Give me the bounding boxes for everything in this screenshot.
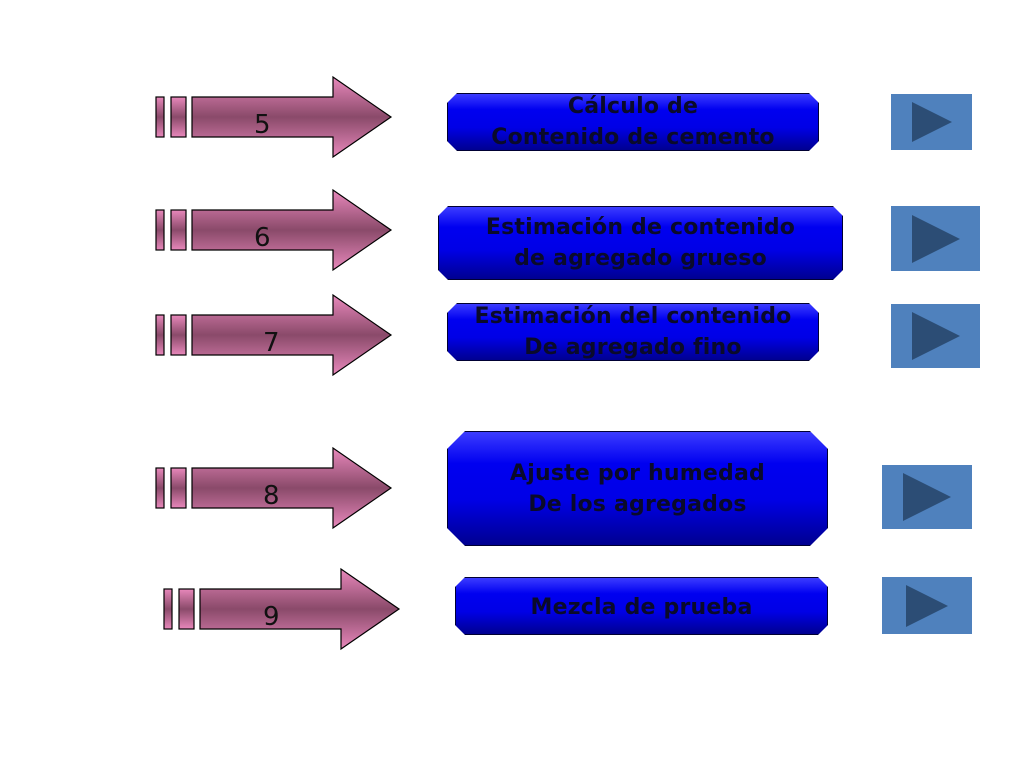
- step-label-line: Contenido de cemento: [491, 125, 775, 150]
- step-arrow-7: 7: [155, 293, 395, 378]
- striped-right-arrow-icon: [155, 75, 393, 159]
- step-arrow-9: 9: [163, 567, 403, 652]
- step-label-line: Estimación de contenido: [485, 215, 796, 240]
- step-label-box-5: Cálculo de Contenido de cemento: [447, 93, 819, 151]
- play-button-5[interactable]: [891, 94, 972, 150]
- play-triangle-icon: [906, 584, 948, 627]
- play-triangle-icon: [911, 102, 952, 142]
- step-label-line: De agregado fino: [524, 335, 742, 360]
- play-triangle-icon: [911, 214, 960, 263]
- play-triangle-icon: [903, 473, 951, 521]
- step-label-box-9: Mezcla de prueba: [455, 577, 828, 635]
- step-label-line: Mezcla de prueba: [530, 595, 753, 620]
- step-arrow-5: 5: [155, 75, 395, 160]
- play-button-6[interactable]: [891, 206, 980, 271]
- striped-right-arrow-icon: [163, 567, 401, 651]
- step-label-box-7: Estimación del contenido De agregado fin…: [447, 303, 819, 361]
- step-label-box-6: Estimación de contenido de agregado grue…: [438, 206, 843, 280]
- step-number: 9: [263, 602, 280, 632]
- step-number: 5: [254, 110, 271, 140]
- striped-right-arrow-icon: [155, 446, 393, 530]
- play-triangle-icon: [911, 312, 960, 360]
- step-label-line: De los agregados: [528, 491, 747, 517]
- step-label-line: Estimación del contenido: [474, 304, 792, 329]
- striped-right-arrow-icon: [155, 293, 393, 377]
- striped-right-arrow-icon: [155, 188, 393, 272]
- step-arrow-8: 8: [155, 446, 395, 531]
- play-button-8[interactable]: [882, 465, 972, 529]
- step-arrow-6: 6: [155, 188, 395, 273]
- play-button-7[interactable]: [891, 304, 980, 368]
- step-label-line: de agregado grueso: [514, 246, 767, 271]
- step-label-box-8: Ajuste por humedad De los agregados: [447, 431, 828, 546]
- step-number: 8: [263, 481, 280, 511]
- play-button-9[interactable]: [882, 577, 972, 634]
- step-number: 7: [263, 328, 280, 358]
- step-label-line: Cálculo de: [567, 94, 699, 119]
- step-label-line: Ajuste por humedad: [510, 460, 765, 486]
- step-number: 6: [254, 223, 271, 253]
